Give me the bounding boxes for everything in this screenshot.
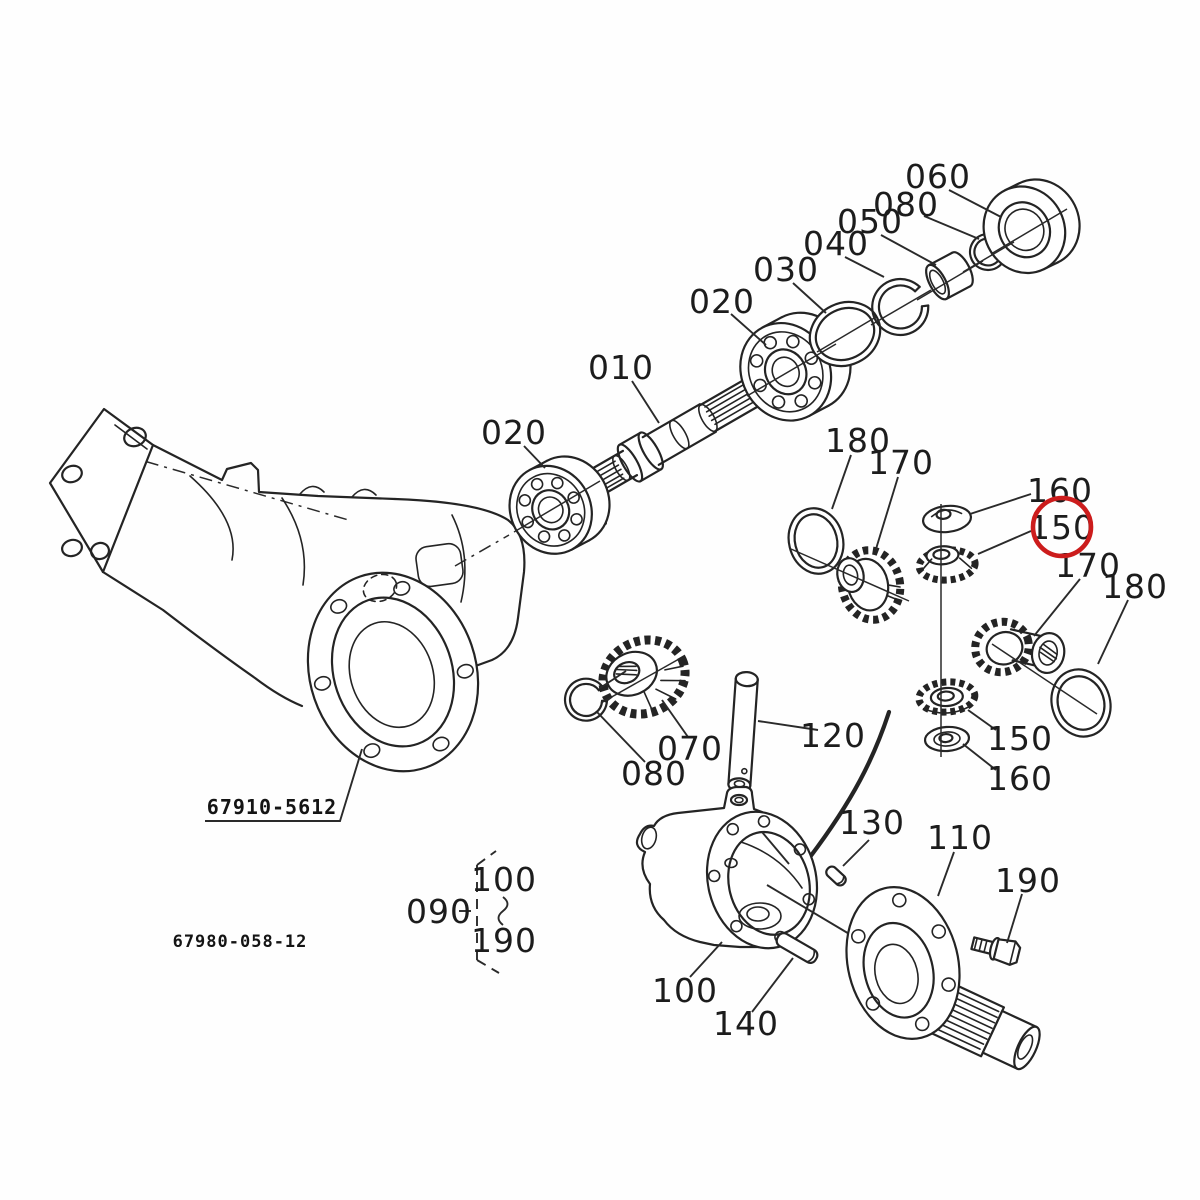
part-010-pinion-shaft	[583, 376, 765, 499]
callout-040: 040	[803, 224, 869, 263]
part-150-diff-pinion-top	[915, 545, 979, 584]
part-190-bolt	[970, 936, 1022, 966]
part-170-diff-gear-left	[836, 546, 905, 624]
part-100-diff-case	[635, 785, 852, 950]
callout-labels: 010 020 020 030 040 050 060 080 070 080 …	[481, 157, 1168, 1043]
assembly-arc	[807, 709, 892, 860]
part-020-bearing-upper	[739, 311, 852, 422]
part-050-collar	[925, 251, 974, 301]
callout-leaders	[523, 189, 1129, 1013]
axle-housing	[48, 407, 526, 773]
callout-110: 110	[927, 818, 993, 857]
axis-ticks	[513, 208, 1098, 757]
bearing-balls	[518, 476, 583, 543]
callout-180-right: 180	[1102, 567, 1168, 606]
spline-hatch-large	[704, 382, 758, 426]
part-070-side-gear	[598, 635, 690, 719]
callout-100: 100	[652, 971, 718, 1010]
sheet-number: 67980-058-12	[173, 932, 308, 952]
callout-080-top: 080	[873, 185, 939, 224]
housing-number-callout: 67910-5612	[205, 748, 363, 822]
callout-140: 140	[713, 1004, 779, 1043]
flange-bolt-holes	[851, 892, 956, 1032]
housing-part-number: 67910-5612	[207, 795, 337, 819]
callout-030: 030	[753, 250, 819, 289]
callout-150-bottom: 150	[987, 719, 1053, 758]
part-160-thrust-washer-top	[921, 504, 973, 534]
bracket-to-label: 190	[471, 921, 537, 960]
callout-020-upper: 020	[689, 282, 755, 321]
callout-190: 190	[995, 861, 1061, 900]
part-150-diff-pinion-bottom	[915, 678, 979, 716]
part-160-thrust-washer-bottom	[923, 725, 971, 753]
part-130-lock-pin	[825, 865, 847, 887]
part-040-snap-ring	[871, 277, 930, 337]
callout-130: 130	[839, 803, 905, 842]
part-030-shim-ring	[808, 300, 882, 368]
callout-120: 120	[800, 716, 866, 755]
callout-160-bottom: 160	[987, 759, 1053, 798]
part-060-seal	[982, 178, 1081, 275]
callout-060: 060	[905, 157, 971, 196]
part-110-axle-flange-shaft	[845, 886, 1041, 1071]
callout-170-left: 170	[868, 443, 934, 482]
bearing-balls	[749, 334, 822, 409]
part-140-shaft-pin	[775, 932, 819, 964]
housing-opening	[306, 571, 480, 773]
part-120-pinion-pin	[727, 671, 759, 793]
callout-080-center: 080	[621, 754, 687, 793]
gear-radial-lines	[643, 665, 686, 713]
callout-090: 090	[406, 892, 472, 931]
range-squiggle	[497, 896, 509, 926]
callout-070: 070	[657, 729, 723, 768]
callout-150-top: 150	[1029, 508, 1095, 547]
callout-180-left: 180	[825, 421, 891, 460]
group-090-bracket: 090 100 190	[406, 850, 537, 974]
callout-050: 050	[837, 202, 903, 241]
callout-010: 010	[588, 348, 654, 387]
part-180-oring-left	[787, 507, 845, 575]
bracket-from-label: 100	[471, 860, 537, 899]
callout-020-lower: 020	[481, 413, 547, 452]
highlight-ring-150	[1030, 495, 1094, 559]
callout-170-right: 170	[1055, 546, 1121, 585]
